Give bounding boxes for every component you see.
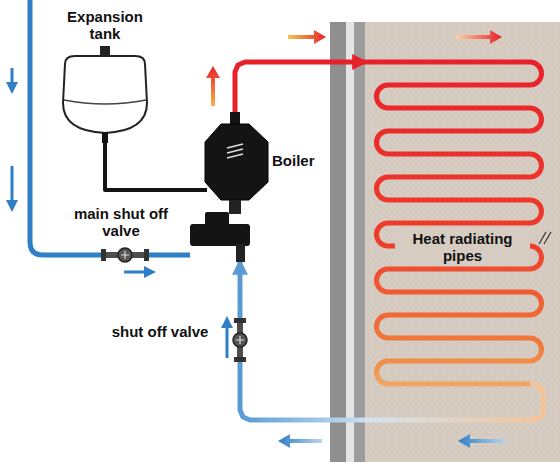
flow-arrow [11, 68, 14, 88]
valve-label: shut off valve [100, 323, 220, 340]
heat-region: Heat radiating pipes [365, 22, 558, 462]
tank-body [63, 56, 147, 133]
coil-pipe [365, 62, 542, 384]
valve-label: main shut off valve [62, 205, 180, 240]
tank-valve [100, 46, 110, 56]
flow-arrow [278, 434, 322, 448]
valve-symbol [233, 318, 247, 362]
boiler-body [205, 124, 268, 200]
flow-arrow [11, 166, 14, 206]
wall-gap [346, 22, 354, 462]
expansion-tank: Expansion tank [55, 8, 157, 143]
flow-arrow [206, 66, 220, 106]
pump-body [190, 224, 250, 246]
tank-outlet [102, 132, 108, 143]
heated-region [365, 22, 560, 462]
node-label: Boiler [272, 152, 315, 169]
flow-arrow [124, 271, 150, 274]
boiler-shape [185, 112, 320, 262]
break-mark [539, 232, 551, 244]
wall-edge [354, 22, 365, 462]
boiler: Boiler [185, 112, 320, 262]
expansion-stub [185, 188, 207, 192]
supply-pipe [30, 0, 190, 255]
flow-arrow [456, 30, 502, 44]
pump-inlet [236, 244, 245, 262]
wall [330, 22, 346, 462]
node-label: Expansion tank [55, 8, 155, 43]
supply-hot-pipe [235, 62, 365, 112]
boiler-outlet [229, 200, 241, 214]
flow-arrow [288, 30, 326, 44]
flow-arrow [458, 434, 506, 448]
expansion-line [105, 143, 185, 190]
valve-symbol [101, 248, 149, 262]
return-pipe [365, 384, 543, 420]
tank-seam [64, 100, 146, 104]
node-label: Heat radiating pipes [395, 229, 530, 266]
flow-arrow [226, 322, 229, 358]
return-pipe [240, 262, 365, 420]
boiler-logo [227, 144, 243, 158]
pump-motor [205, 212, 229, 226]
